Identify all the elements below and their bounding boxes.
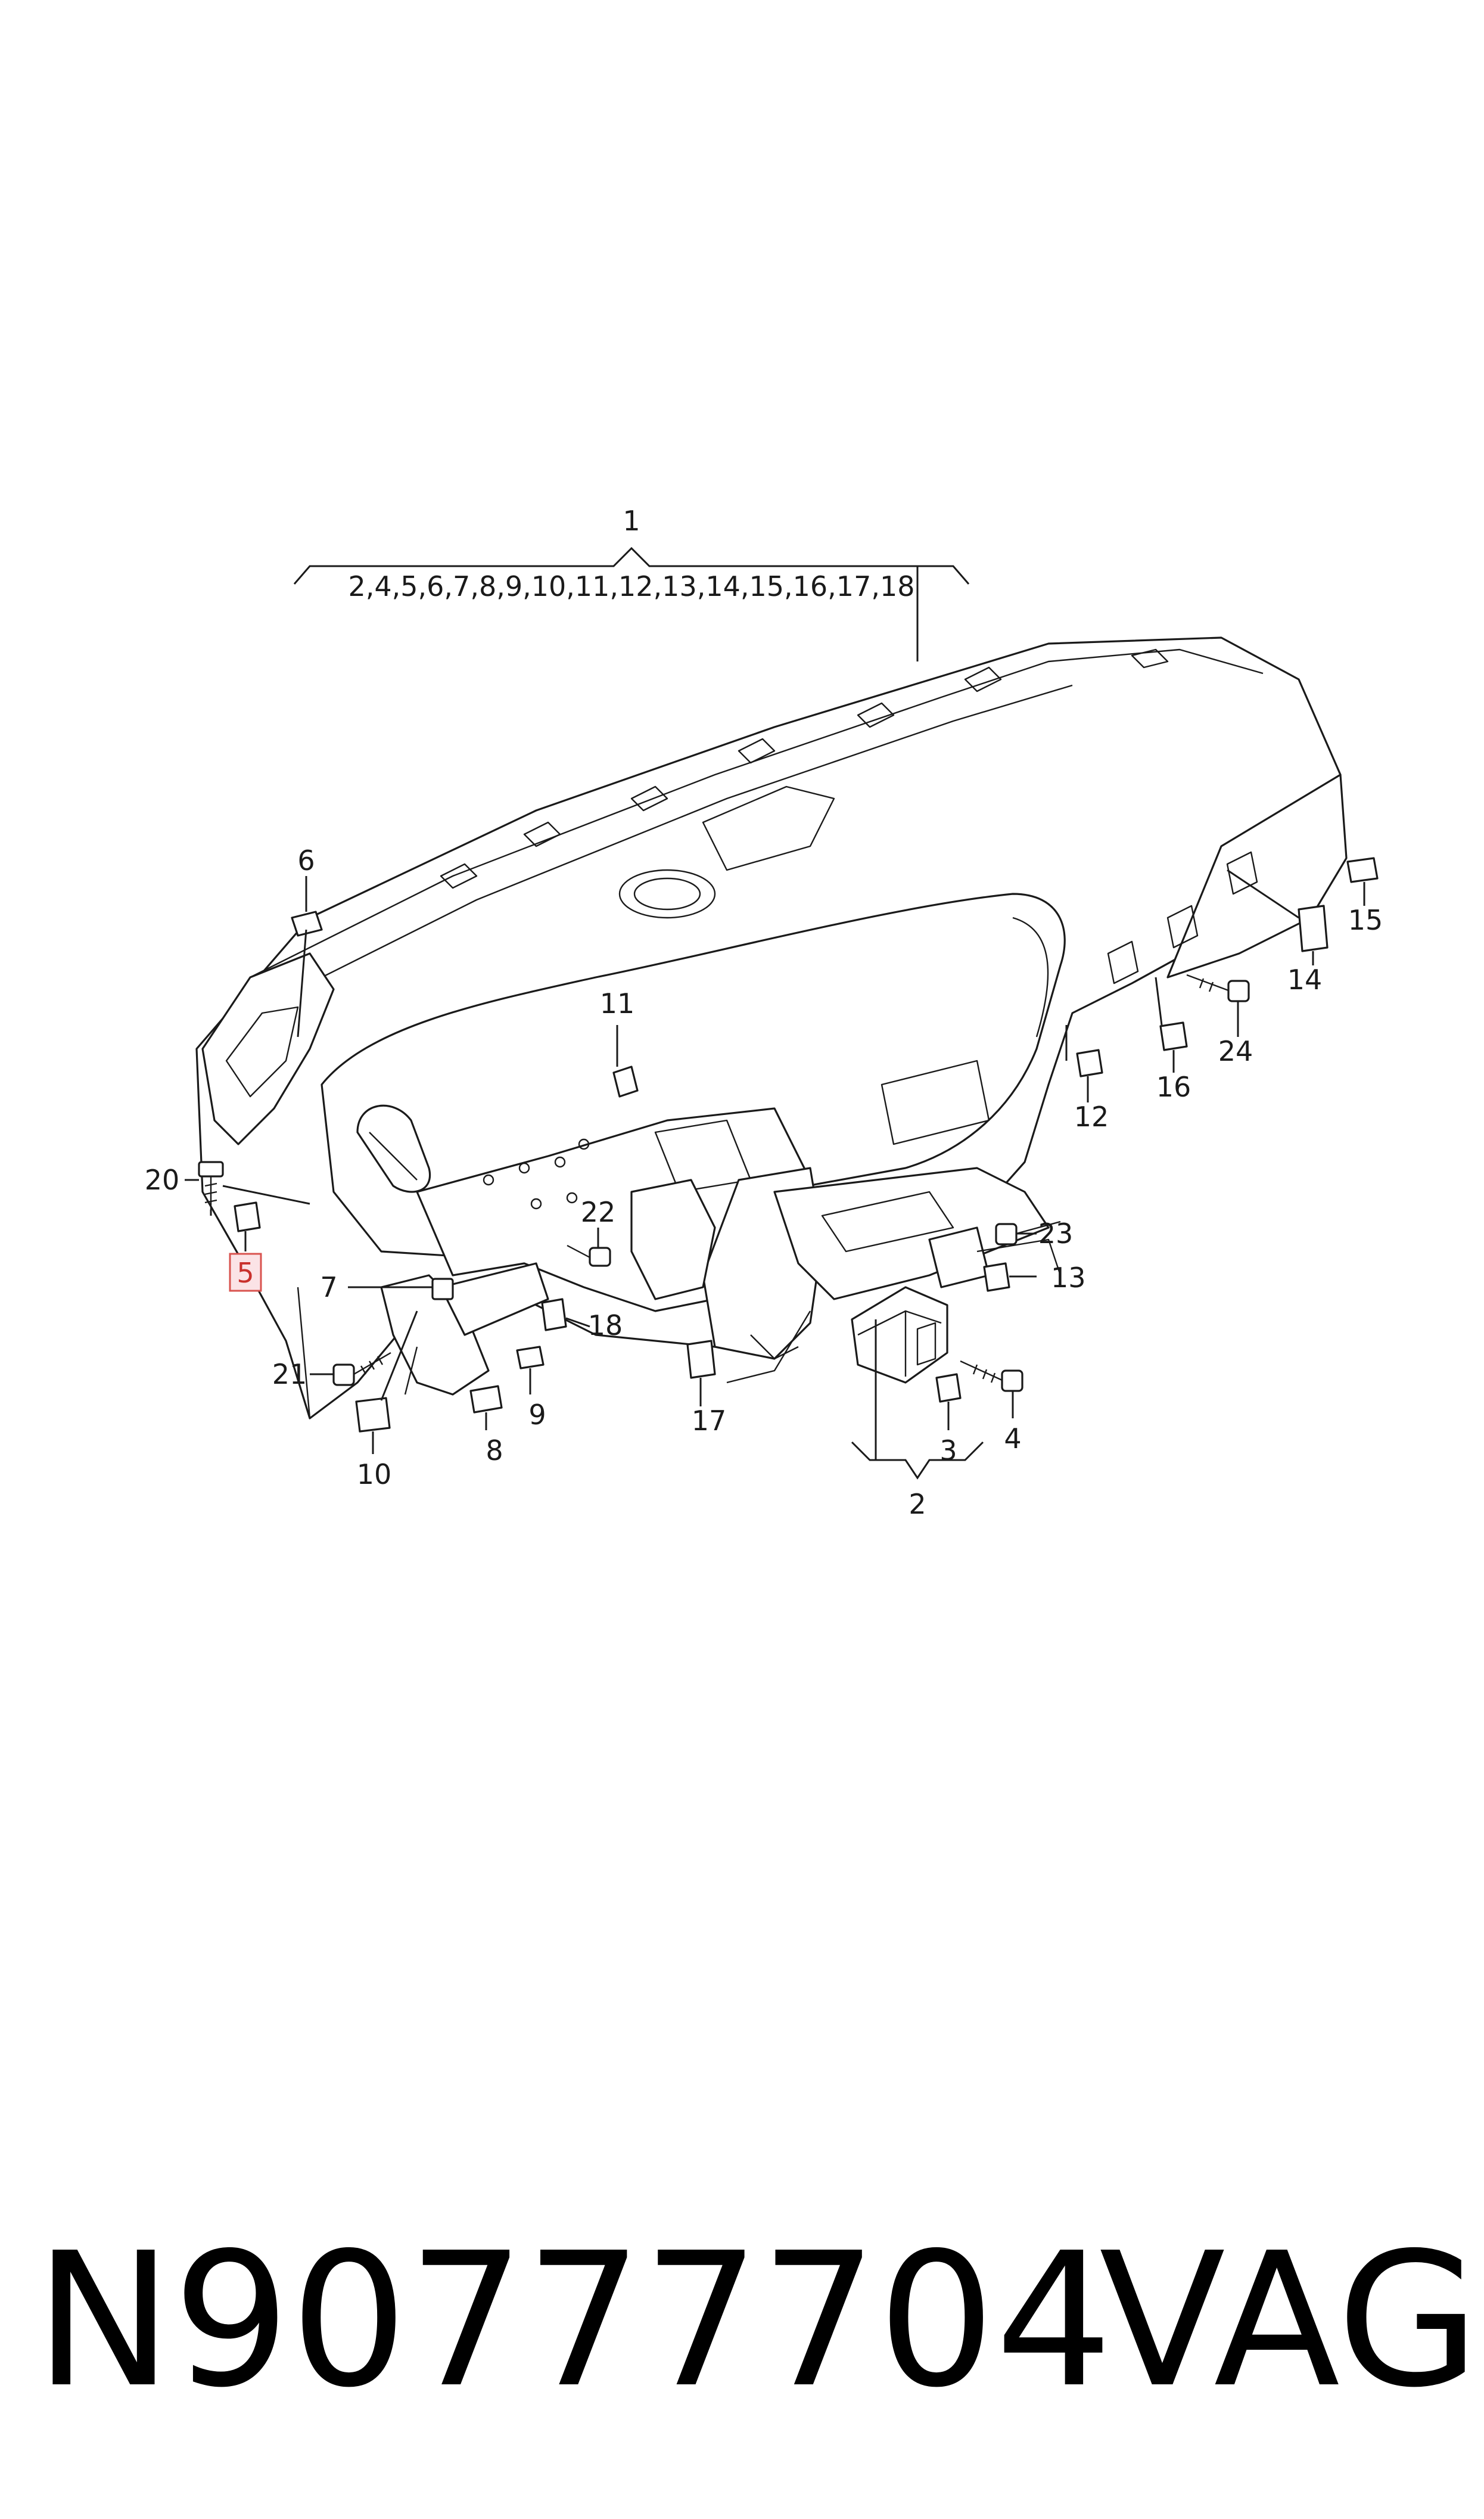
- callout-8: 8: [486, 1434, 503, 1467]
- callout-16: 16: [1156, 1071, 1191, 1103]
- clip-13: [983, 1262, 1010, 1292]
- callout-5-highlight: [229, 1253, 262, 1292]
- clip-5: [234, 1201, 261, 1232]
- nut-3: [935, 1373, 962, 1403]
- module-2: [851, 1286, 948, 1384]
- callout-1-group: 2,4,5,6,7,8,9,10,11,12,13,14,15,16,17,18: [349, 570, 915, 602]
- callout-10: 10: [357, 1458, 392, 1490]
- callout-14: 14: [1287, 964, 1323, 996]
- screw-21: [332, 1352, 391, 1386]
- clip-10: [355, 1397, 391, 1433]
- callout-4: 4: [1004, 1422, 1021, 1455]
- callout-13: 13: [1051, 1262, 1086, 1294]
- clip-8: [469, 1385, 503, 1414]
- part-number: N90777704: [35, 2213, 1113, 2428]
- callout-labels: 1 2,4,5,6,7,8,9,10,11,12,13,14,15,16,17,…: [145, 505, 1383, 1520]
- callout-12: 12: [1074, 1101, 1109, 1133]
- clip-17: [686, 1340, 716, 1379]
- callout-17: 17: [692, 1405, 727, 1437]
- screw-4: [960, 1360, 1023, 1392]
- callout-9: 9: [528, 1399, 546, 1431]
- callout-23: 23: [1038, 1217, 1074, 1250]
- clip-11: [612, 1066, 639, 1098]
- brand-name: VAG: [1099, 2213, 1480, 2428]
- callout-6: 6: [297, 844, 315, 877]
- callout-20: 20: [145, 1164, 180, 1196]
- callout-21: 21: [272, 1358, 307, 1390]
- screw-24: [1186, 974, 1250, 1002]
- screw-22: [567, 1244, 611, 1267]
- screw-20: [198, 1161, 224, 1210]
- callout-1: 1: [623, 505, 640, 537]
- clip-16: [1159, 1021, 1188, 1051]
- screw-23: [995, 1220, 1061, 1245]
- callout-5: 5: [237, 1257, 254, 1289]
- clip-12: [1076, 1049, 1103, 1077]
- callout-15: 15: [1348, 904, 1383, 936]
- clip-6: [291, 911, 323, 937]
- callout-11: 11: [600, 987, 635, 1020]
- callout-18: 18: [588, 1309, 623, 1341]
- callout-24: 24: [1218, 1035, 1253, 1067]
- callout-3: 3: [939, 1434, 957, 1467]
- callout-2: 2: [909, 1488, 926, 1520]
- nut-7: [431, 1278, 454, 1300]
- leader-lines: [185, 546, 1365, 1480]
- callout-22: 22: [581, 1196, 616, 1228]
- callout-7: 7: [320, 1271, 337, 1303]
- clip-15: [1346, 857, 1379, 883]
- bracket-14: [1298, 905, 1329, 952]
- clip-18: [541, 1298, 567, 1331]
- clip-9: [516, 1346, 545, 1369]
